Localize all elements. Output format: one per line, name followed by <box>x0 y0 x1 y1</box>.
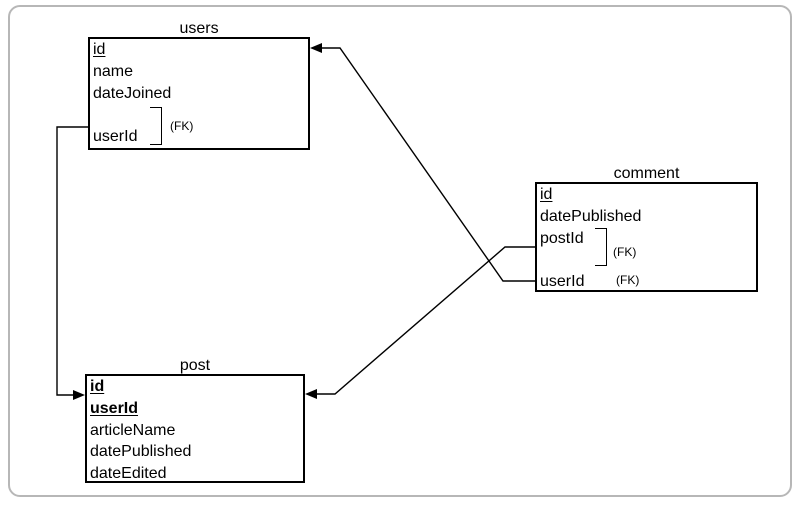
field-post-userid: userId <box>90 399 139 417</box>
field-post-datepublished: datePublished <box>90 443 192 461</box>
relation-comment-userid-to-users[interactable] <box>310 43 535 282</box>
entity-post[interactable]: post id userId articleName datePublished… <box>85 357 305 483</box>
field-post-id: id <box>90 378 105 395</box>
entity-post-title: post <box>179 357 211 374</box>
field-comment-postid: postId <box>540 229 584 247</box>
field-users-id: id <box>93 41 106 58</box>
field-users-name: name <box>93 62 134 80</box>
arrowhead-into-users-right <box>310 43 322 53</box>
fk-annotation: (FK) <box>170 119 194 133</box>
field-users-userid: userId <box>93 128 138 146</box>
fk-bracket-icon <box>150 107 162 145</box>
fk-annotation: (FK) <box>613 245 637 259</box>
spacer-row <box>537 249 756 271</box>
arrowhead-into-post-left <box>73 390 85 400</box>
fk-bracket-icon <box>595 228 607 266</box>
field-comment-userid: userId <box>540 273 585 291</box>
entity-comment-title: comment <box>613 165 680 182</box>
relation-users-userid-to-post[interactable] <box>56 126 88 400</box>
fk-annotation: (FK) <box>616 273 640 287</box>
entity-comment[interactable]: comment id datePublished postId userId (… <box>535 165 758 292</box>
field-users-datejoined: dateJoined <box>93 84 172 102</box>
entity-users-title: users <box>179 20 219 37</box>
field-comment-id: id <box>540 186 553 203</box>
field-post-dateedited: dateEdited <box>90 465 167 483</box>
spacer-row <box>90 104 308 126</box>
field-post-articlename: articleName <box>90 421 176 439</box>
entity-users[interactable]: users id name dateJoined userId (FK) <box>88 20 310 150</box>
relation-comment-postid-to-post[interactable] <box>305 246 535 399</box>
field-comment-datepublished: datePublished <box>540 207 642 225</box>
arrowhead-into-post-right <box>305 389 317 399</box>
